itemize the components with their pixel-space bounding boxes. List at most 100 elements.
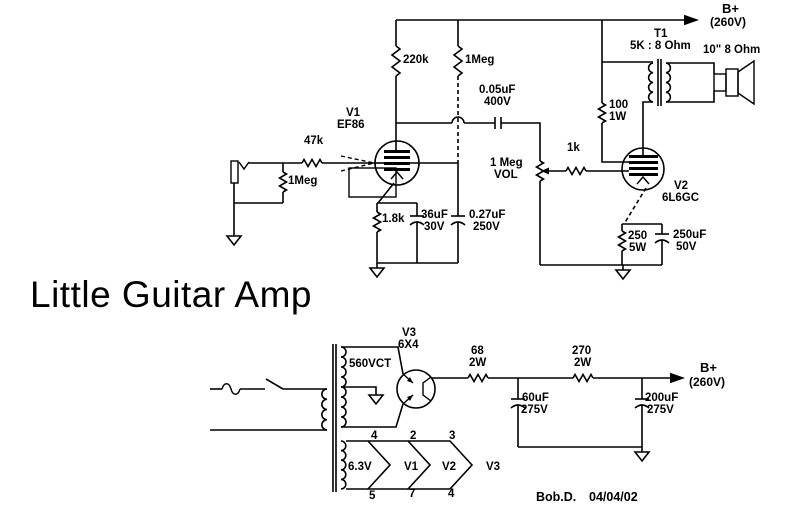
screen-resistor-1meg <box>452 20 464 216</box>
plate-arrow-icon <box>407 377 413 383</box>
resistor-zigzag-icon <box>452 45 464 77</box>
heater-chain <box>346 440 474 490</box>
label-filter-c1-v: 275V <box>521 404 548 416</box>
label-vol: VOL <box>494 169 518 181</box>
resistor-zigzag-icon <box>596 102 608 124</box>
label-v2-cathode-cap-v: 50V <box>676 241 697 253</box>
label-pin-bot-1: 5 <box>369 490 376 502</box>
credit-date: 04/04/02 <box>589 490 638 504</box>
input-load-1meg <box>277 163 289 203</box>
label-coupling-cap-v: 400V <box>484 96 511 108</box>
input-jack <box>225 160 302 247</box>
label-t1-ratio: 5K : 8 Ohm <box>630 40 691 52</box>
label-screen-cap: 0.27uF <box>469 209 506 221</box>
label-r100-w: 1W <box>609 111 627 123</box>
v1-tube-symbol <box>340 123 458 204</box>
label-speaker: 10" 8 Ohm <box>703 44 761 56</box>
b-plus-arrow-icon <box>670 372 685 384</box>
output-transformer-t1 <box>642 59 715 155</box>
label-t1-ref: T1 <box>654 28 668 40</box>
label-pin-top-1: 4 <box>371 430 378 442</box>
psu-filter-rail <box>431 372 685 463</box>
label-r100: 100 <box>609 99 629 111</box>
label-bplus-top-v: (260V) <box>710 15 747 29</box>
label-pin-top-2: 2 <box>410 430 417 442</box>
b-plus-arrow-icon <box>684 14 699 26</box>
shield-box-icon <box>348 167 397 198</box>
ground-icon <box>368 267 386 279</box>
label-pin-bot-3: 4 <box>448 488 455 500</box>
label-bplus-top: B+ <box>722 1 739 16</box>
label-v1-cathode-cap: 36uF <box>421 209 448 221</box>
page-title: Little Guitar Amp <box>30 274 313 315</box>
label-filter-c1: 60uF <box>522 392 549 404</box>
wire-hop-icon <box>451 116 465 124</box>
resistor-zigzag-icon <box>572 372 594 384</box>
label-filter-r2: 270 <box>572 345 592 357</box>
coil-icon <box>647 62 654 103</box>
mains-input <box>210 378 327 431</box>
coil-icon <box>340 440 347 490</box>
label-grid-stopper: 47k <box>304 135 324 147</box>
v2-cathode-network <box>540 223 670 281</box>
label-filter-c2: 200uF <box>645 392 679 404</box>
jack-contact-icon <box>238 161 250 171</box>
label-grid-resistor: 1k <box>567 142 580 154</box>
switch-icon <box>265 378 284 390</box>
v1-cathode-network <box>368 202 458 279</box>
label-filter-r2-w: 2W <box>574 357 592 369</box>
label-v3-type: 6X4 <box>398 339 419 351</box>
label-v2-cathode-r-w: 5W <box>629 242 647 254</box>
label-heater-v1: V1 <box>404 461 419 473</box>
ground-icon <box>614 269 632 281</box>
label-heater-v2: V2 <box>442 461 457 473</box>
volume-pot <box>534 160 566 265</box>
ground-icon <box>367 394 385 406</box>
label-pin-top-3: 3 <box>449 430 456 442</box>
coil-icon <box>321 388 328 431</box>
chevron-icon <box>367 440 392 490</box>
label-screen-cap-v: 250V <box>473 221 500 233</box>
label-plate-resistor: 220k <box>403 54 429 66</box>
label-coupling-cap: 0.05uF <box>479 84 516 96</box>
plate-resistor-220k <box>390 20 402 123</box>
capacitor-icon <box>494 117 502 129</box>
label-hv-winding: 560VCT <box>349 358 392 370</box>
coupling-network <box>396 116 541 161</box>
resistor-zigzag-icon <box>390 45 402 77</box>
label-v3-ref: V3 <box>402 327 417 339</box>
label-v2-cathode-r: 250 <box>628 230 648 242</box>
label-v1-cathode-r: 1.8k <box>382 213 405 225</box>
fuse-icon <box>221 383 241 395</box>
grid-resistor-1k <box>565 165 629 177</box>
resistor-zigzag-icon <box>565 165 587 177</box>
label-heater-winding: 6.3V <box>348 461 372 473</box>
power-transformer <box>321 344 404 492</box>
v2-tube-symbol <box>621 147 665 225</box>
coil-icon <box>665 62 672 103</box>
label-bplus-psu-v: (260V) <box>689 375 726 389</box>
resistor-zigzag-icon <box>301 157 323 169</box>
label-v2-ref: V2 <box>674 180 689 192</box>
resistor-zigzag-icon <box>277 171 289 193</box>
cathode-icon <box>422 376 432 402</box>
pot-wiper-icon <box>541 167 549 175</box>
cathode-icon <box>636 175 650 185</box>
label-v2-type: 6L6GC <box>662 192 700 204</box>
resistor-zigzag-icon <box>616 230 628 252</box>
label-screen-resistor: 1Meg <box>465 54 495 66</box>
top-b-plus-rail <box>396 14 699 26</box>
label-v2-cathode-cap: 250uF <box>673 229 707 241</box>
resistor-zigzag-icon <box>371 211 383 233</box>
label-input-load: 1Meg <box>288 175 318 187</box>
label-pin-bot-2: 7 <box>409 488 416 500</box>
core-icon <box>657 59 662 106</box>
label-v1-cathode-cap-v: 30V <box>424 221 445 233</box>
screen-bypass-cap <box>450 215 466 263</box>
resistor-zigzag-icon <box>467 372 489 384</box>
plate-arrow-icon <box>407 395 413 401</box>
core-icon <box>332 344 337 492</box>
label-v1-ref: V1 <box>346 107 361 119</box>
